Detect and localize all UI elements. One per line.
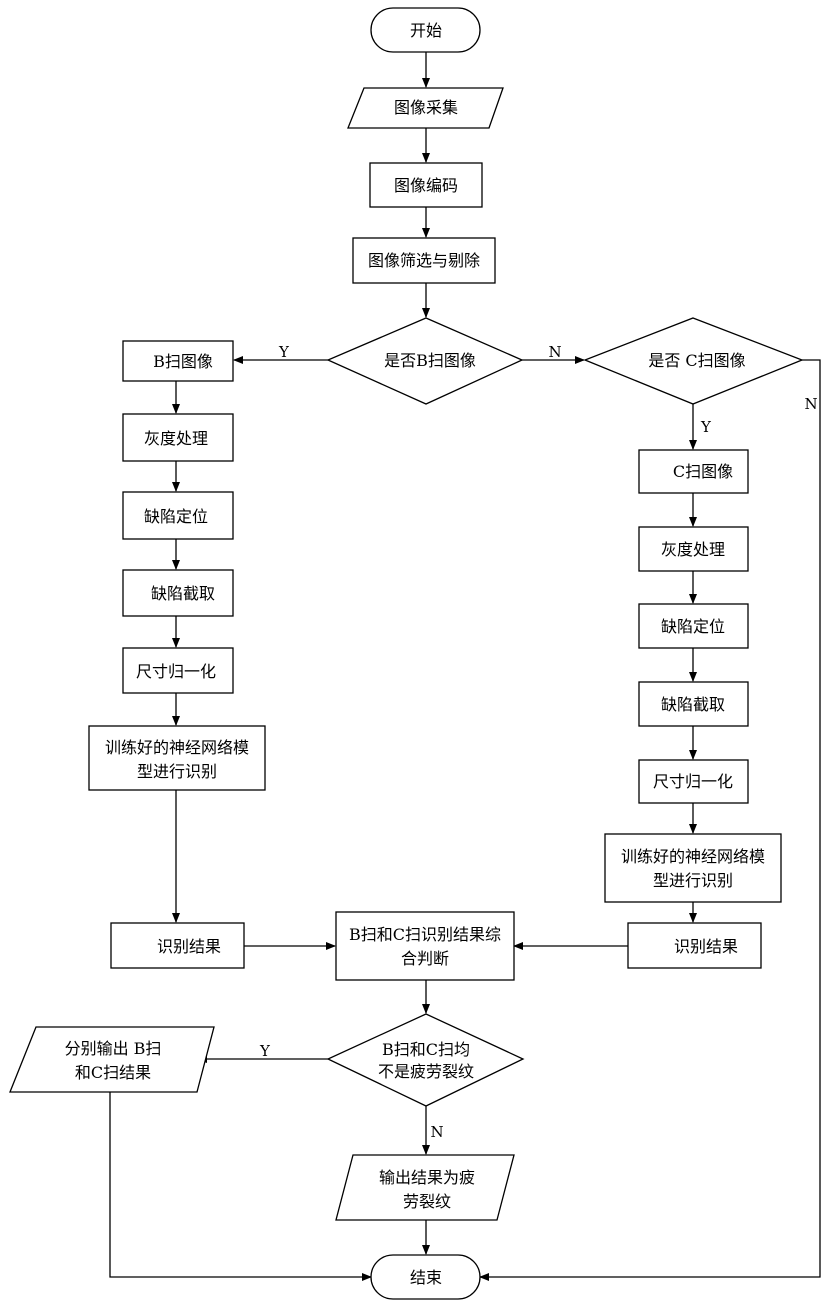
- node-c-image-text: C扫图像: [673, 462, 733, 481]
- node-c-locate-text: 缺陷定位: [661, 617, 725, 636]
- node-is-c: 是否 C扫图像: [585, 318, 802, 404]
- node-c-crop: 缺陷截取: [639, 682, 748, 726]
- node-c-image: C扫图像: [639, 450, 748, 493]
- node-c-nn-text-2: 型进行识别: [653, 871, 733, 890]
- node-b-crop: 缺陷截取: [123, 570, 233, 616]
- node-out-fatigue: 输出结果为疲 劳裂纹: [336, 1155, 514, 1220]
- node-start-text: 开始: [410, 21, 442, 40]
- node-out-fatigue-text-1: 输出结果为疲: [379, 1168, 475, 1187]
- node-b-nn: 训练好的神经网络模 型进行识别: [89, 726, 265, 790]
- node-out-fatigue-text-2: 劳裂纹: [403, 1192, 451, 1211]
- node-b-gray-text: 灰度处理: [144, 429, 208, 448]
- node-b-norm-text: 尺寸归一化: [136, 662, 216, 681]
- node-b-locate: 缺陷定位: [123, 492, 233, 539]
- node-combine-text-2: 合判断: [401, 949, 449, 968]
- node-acquire-text: 图像采集: [394, 98, 458, 117]
- node-c-norm: 尺寸归一化: [639, 760, 748, 803]
- node-b-nn-text-1: 训练好的神经网络模: [105, 738, 249, 757]
- node-b-result: 识别结果: [111, 923, 244, 968]
- edge-isc-end: [480, 360, 820, 1277]
- node-out-each: 分别输出 B扫 和C扫结果: [10, 1027, 214, 1092]
- node-is-c-text: 是否 C扫图像: [648, 351, 745, 370]
- node-out-each-text-2: 和C扫结果: [75, 1063, 151, 1082]
- node-combine-text-1: B扫和C扫识别结果综: [349, 925, 501, 944]
- label-both-no: N: [430, 1123, 443, 1141]
- node-combine: B扫和C扫识别结果综 合判断: [336, 912, 514, 980]
- label-b-no: N: [548, 343, 561, 361]
- node-filter: 图像筛选与剔除: [353, 238, 495, 283]
- node-b-crop-text: 缺陷截取: [151, 584, 215, 603]
- label-b-yes: Y: [278, 343, 290, 361]
- node-c-crop-text: 缺陷截取: [661, 695, 725, 714]
- node-c-result: 识别结果: [628, 923, 761, 968]
- node-c-nn-text-1: 训练好的神经网络模: [621, 847, 765, 866]
- label-both-yes: Y: [259, 1042, 271, 1060]
- node-encode-text: 图像编码: [394, 176, 458, 195]
- node-c-locate: 缺陷定位: [639, 604, 748, 648]
- edge-outeach-end: [110, 1092, 371, 1277]
- node-c-result-text: 识别结果: [674, 937, 738, 956]
- node-is-b: 是否B扫图像: [328, 318, 522, 404]
- node-both-not-text-2: 不是疲劳裂纹: [378, 1062, 474, 1081]
- node-c-nn: 训练好的神经网络模 型进行识别: [605, 834, 781, 902]
- node-encode: 图像编码: [370, 163, 482, 207]
- node-end: 结束: [371, 1255, 480, 1299]
- node-c-norm-text: 尺寸归一化: [653, 772, 733, 791]
- label-c-yes: Y: [700, 418, 712, 436]
- node-b-norm: 尺寸归一化: [123, 648, 233, 693]
- node-start: 开始: [371, 8, 480, 52]
- node-out-each-text-1: 分别输出 B扫: [65, 1039, 162, 1058]
- node-b-locate-text: 缺陷定位: [144, 507, 208, 526]
- node-both-not-text-1: B扫和C扫均: [382, 1040, 470, 1059]
- node-is-b-text: 是否B扫图像: [384, 351, 476, 370]
- node-acquire: 图像采集: [348, 88, 503, 128]
- node-b-image-text: B扫图像: [153, 352, 213, 371]
- node-c-gray: 灰度处理: [639, 527, 748, 571]
- node-end-text: 结束: [410, 1268, 442, 1287]
- node-both-not: B扫和C扫均 不是疲劳裂纹: [328, 1014, 523, 1106]
- node-b-nn-text-2: 型进行识别: [137, 762, 217, 781]
- node-c-gray-text: 灰度处理: [661, 540, 725, 559]
- node-b-image: B扫图像: [123, 341, 233, 381]
- node-filter-text: 图像筛选与剔除: [368, 251, 480, 270]
- node-b-result-text: 识别结果: [157, 937, 221, 956]
- label-c-no: N: [804, 395, 817, 413]
- node-b-gray: 灰度处理: [123, 414, 233, 461]
